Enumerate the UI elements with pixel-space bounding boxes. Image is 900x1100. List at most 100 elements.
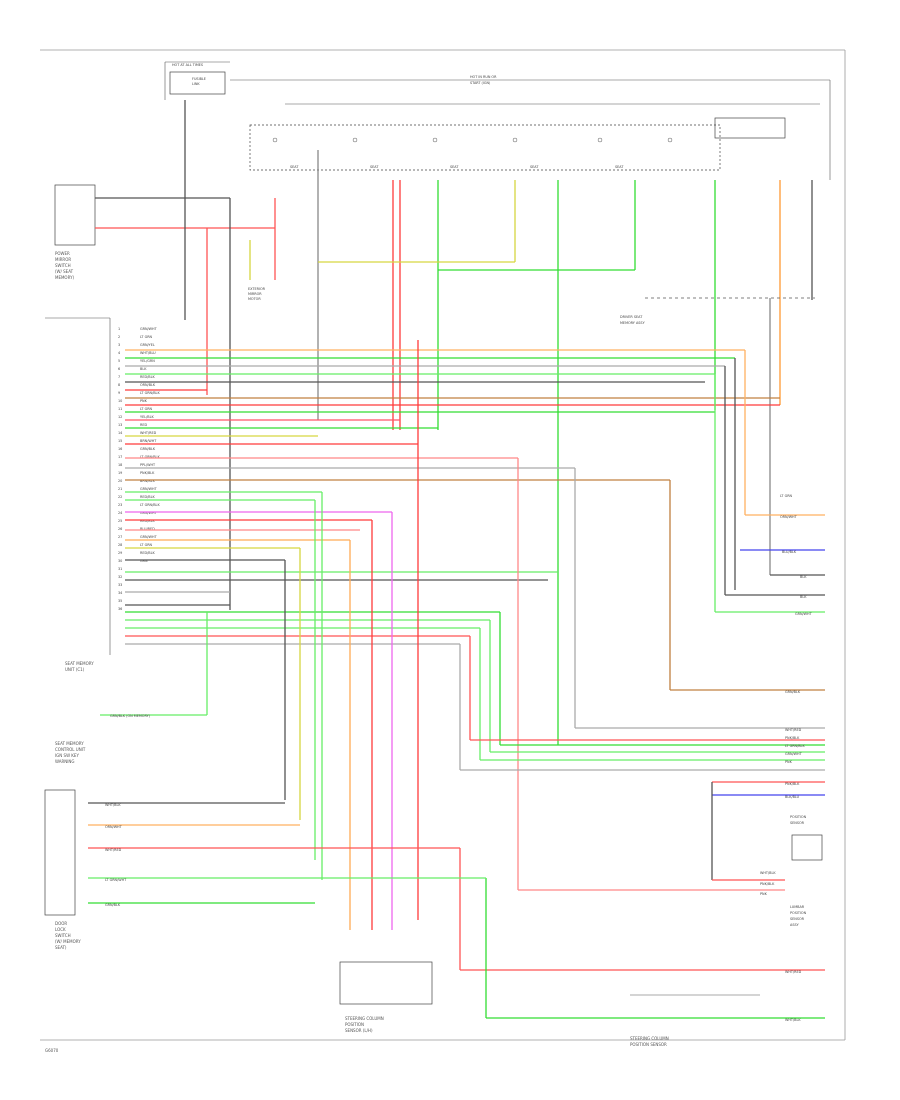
svg-text:SENSOR (L/H): SENSOR (L/H) <box>345 1028 373 1033</box>
svg-text:GRN/WHT: GRN/WHT <box>140 327 158 331</box>
right-labels: LT GRN ORN/WHT BLU/BLK BLK BLK GRN/WHT G… <box>760 494 813 1022</box>
svg-text:LT GRN/BLK: LT GRN/BLK <box>140 391 160 395</box>
svg-text:17: 17 <box>118 455 122 459</box>
svg-text:MIRROR: MIRROR <box>55 257 71 262</box>
svg-text:WHT/RED: WHT/RED <box>785 728 802 732</box>
svg-text:18: 18 <box>118 463 122 467</box>
svg-text:POSITION SENSOR: POSITION SENSOR <box>630 1042 667 1047</box>
svg-text:GRN/WHT: GRN/WHT <box>140 535 158 539</box>
svg-text:ORN/WHT: ORN/WHT <box>780 515 798 519</box>
svg-text:EXTERIOR: EXTERIOR <box>248 287 266 291</box>
svg-text:15: 15 <box>118 439 122 443</box>
svg-text:8: 8 <box>118 383 120 387</box>
svg-text:19: 19 <box>118 471 122 475</box>
svg-text:PNK: PNK <box>140 399 148 403</box>
svg-text:RED/BLK: RED/BLK <box>140 375 155 379</box>
svg-text:SEAT: SEAT <box>615 165 624 169</box>
svg-text:FUSIBLE: FUSIBLE <box>192 77 206 81</box>
svg-text:3: 3 <box>118 343 120 347</box>
svg-text:PNK/BLK: PNK/BLK <box>785 782 800 786</box>
svg-text:HOT AT ALL TIMES: HOT AT ALL TIMES <box>172 63 203 67</box>
svg-text:BLK: BLK <box>140 367 147 371</box>
svg-text:WHT/BLK: WHT/BLK <box>760 871 776 875</box>
svg-text:POSITION: POSITION <box>790 815 807 819</box>
svg-text:GRN/BLK: GRN/BLK <box>105 903 121 907</box>
svg-text:MEMORY): MEMORY) <box>55 275 75 280</box>
svg-text:PNK/BLK: PNK/BLK <box>140 471 155 475</box>
svg-text:32: 32 <box>118 575 122 579</box>
svg-text:23: 23 <box>118 503 122 507</box>
page-label: G6070 <box>45 1048 59 1053</box>
svg-text:14: 14 <box>118 431 122 435</box>
svg-text:RED/BLK: RED/BLK <box>140 519 155 523</box>
svg-text:9: 9 <box>118 391 120 395</box>
column-sensor: STEERING COLUMN POSITION SENSOR (L/H) <box>339 961 433 1033</box>
svg-text:GRN/WHT: GRN/WHT <box>140 511 158 515</box>
svg-text:WHT/RED: WHT/RED <box>105 848 122 852</box>
switch-verticals <box>317 150 813 745</box>
svg-text:5: 5 <box>118 359 120 363</box>
svg-text:RED/BLK: RED/BLK <box>140 551 155 555</box>
svg-text:LT GRN: LT GRN <box>140 543 153 547</box>
svg-text:BLU/RED: BLU/RED <box>140 527 155 531</box>
svg-text:WHT/BLK: WHT/BLK <box>785 1018 801 1022</box>
svg-text:BLK/BLU: BLK/BLU <box>785 795 800 799</box>
svg-text:26: 26 <box>118 527 122 531</box>
svg-text:BLK: BLK <box>800 595 807 599</box>
svg-text:YEL/GRN: YEL/GRN <box>140 359 155 363</box>
svg-text:36: 36 <box>118 607 122 611</box>
svg-text:PNK: PNK <box>785 760 793 764</box>
svg-text:BRN/BLK: BRN/BLK <box>140 479 156 483</box>
drop-wires <box>100 340 746 930</box>
left-green-label: GRN/BLK (ON MEMORY) <box>110 714 151 718</box>
svg-text:34: 34 <box>118 591 122 595</box>
svg-text:BLK: BLK <box>800 575 807 579</box>
mirror-connector: EXTERIOR MIRROR MOTOR <box>248 287 266 301</box>
svg-text:LT GRN/WHT: LT GRN/WHT <box>105 878 127 882</box>
svg-text:11: 11 <box>118 407 122 411</box>
svg-text:SWITCH: SWITCH <box>55 933 71 938</box>
svg-text:27: 27 <box>118 535 122 539</box>
svg-text:PNK: PNK <box>760 892 768 896</box>
svg-text:PNK/BLK: PNK/BLK <box>785 736 800 740</box>
svg-text:SEAT): SEAT) <box>55 945 67 950</box>
svg-text:GRN/BLK: GRN/BLK <box>785 690 801 694</box>
svg-text:ORN/BLK: ORN/BLK <box>140 383 156 387</box>
svg-text:STEERING COLUMN: STEERING COLUMN <box>345 1016 384 1021</box>
svg-text:WHT/BLK: WHT/BLK <box>105 803 121 807</box>
svg-text:31: 31 <box>118 567 122 571</box>
position-sensor: POSITION SENSOR LUMBAR POSITION SENSOR A… <box>790 815 823 927</box>
svg-text:(W/ SEAT: (W/ SEAT <box>55 269 74 274</box>
svg-text:4: 4 <box>118 351 120 355</box>
svg-text:1: 1 <box>118 327 120 331</box>
svg-text:SENSOR: SENSOR <box>790 917 805 921</box>
svg-text:7: 7 <box>118 375 120 379</box>
svg-text:LUMBAR: LUMBAR <box>790 905 805 909</box>
svg-text:ORN/WHT: ORN/WHT <box>105 825 123 829</box>
right-runs <box>460 514 825 1019</box>
svg-text:35: 35 <box>118 599 122 603</box>
svg-text:LT GRN: LT GRN <box>140 407 153 411</box>
svg-text:29: 29 <box>118 551 122 555</box>
svg-text:STEERING COLUMN: STEERING COLUMN <box>630 1036 669 1041</box>
svg-text:LOCK: LOCK <box>55 927 66 932</box>
svg-text:WHT/RED: WHT/RED <box>785 970 802 974</box>
svg-text:GRN: GRN <box>140 559 148 563</box>
svg-text:GRN/WHT: GRN/WHT <box>795 612 813 616</box>
svg-text:WHT/BLU: WHT/BLU <box>140 351 156 355</box>
svg-text:CONTROL UNIT: CONTROL UNIT <box>55 747 86 752</box>
svg-text:10: 10 <box>118 399 122 403</box>
svg-text:12: 12 <box>118 415 122 419</box>
svg-text:2: 2 <box>118 335 120 339</box>
left-mid-1: SEAT MEMORY <box>65 661 94 666</box>
svg-text:28: 28 <box>118 543 122 547</box>
svg-text:DOOR: DOOR <box>55 921 67 926</box>
svg-text:LT GRN: LT GRN <box>140 335 153 339</box>
svg-text:WHT/RED: WHT/RED <box>140 431 157 435</box>
lower-left-box: WHT/BLK ORN/WHT WHT/RED LT GRN/WHT GRN/B… <box>44 789 460 950</box>
svg-text:SEAT MEMORY: SEAT MEMORY <box>55 741 84 746</box>
seat-switches: SEAT SEAT SEAT SEAT SEAT <box>249 117 786 171</box>
svg-text:POSITION: POSITION <box>790 911 807 915</box>
svg-text:LT GRN/BLK: LT GRN/BLK <box>785 744 805 748</box>
